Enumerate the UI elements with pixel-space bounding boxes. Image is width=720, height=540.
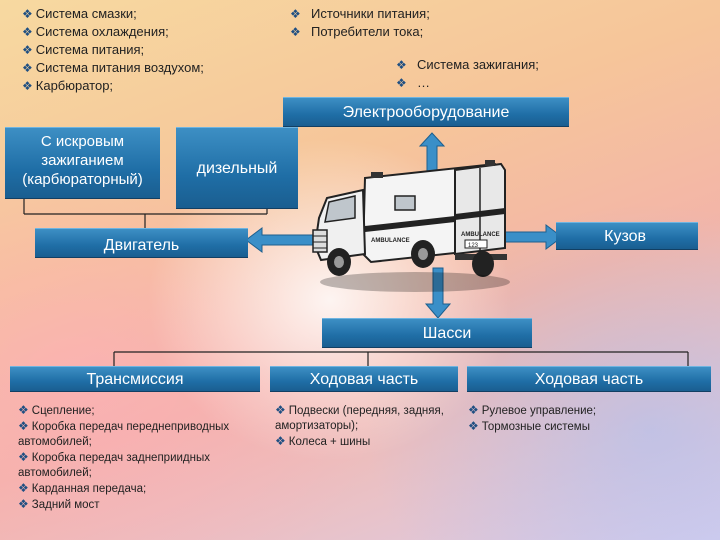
chassis-box: Шасси [322, 318, 532, 348]
running-gear-box-1: Ходовая часть [270, 366, 458, 392]
diamond-bullet-icon: ❖ [18, 403, 29, 417]
list-item: ❖Карданная передача; [18, 481, 147, 495]
diamond-bullet-icon: ❖ [18, 419, 29, 433]
body-box: Кузов [556, 222, 698, 250]
diamond-bullet-icon: ❖ [396, 76, 407, 90]
ambulance-illustration: AMBULANCE AMBULANCE 123 [312, 160, 510, 292]
ambulance-rear-label: AMBULANCE [461, 232, 500, 238]
ambulance-side-label: AMBULANCE [371, 238, 410, 244]
motor-systems-list: ❖Система смазки; ❖Система охлаждения; ❖С… [22, 5, 204, 95]
diamond-bullet-icon: ❖ [18, 481, 29, 495]
power-items-list: ❖ Источники питания; ❖ Потребители тока; [290, 5, 430, 41]
diamond-bullet-icon: ❖ [22, 43, 33, 57]
diamond-bullet-icon: ❖ [22, 7, 33, 21]
list-item: ❖ Потребители тока; [290, 24, 424, 39]
power-items-right-list: ❖ Система зажигания; ❖ … [396, 56, 539, 92]
list-item: ❖ Источники питания; [290, 6, 430, 21]
diamond-bullet-icon: ❖ [468, 403, 479, 417]
list-item: ❖Сцепление; [18, 403, 95, 417]
list-item: ❖ Система зажигания; [396, 57, 539, 72]
running-gear-list-2: ❖Рулевое управление; ❖Тормозные системы [468, 403, 708, 435]
diamond-bullet-icon: ❖ [396, 58, 407, 72]
diamond-bullet-icon: ❖ [468, 419, 479, 433]
electro-box: Электрооборудование [283, 97, 569, 127]
diamond-bullet-icon: ❖ [290, 25, 301, 39]
list-item: ❖Система питания воздухом; [22, 60, 204, 75]
diamond-bullet-icon: ❖ [275, 403, 286, 417]
list-item: ❖Карбюратор; [22, 78, 114, 93]
running-gear-box-2: Ходовая часть [467, 366, 711, 392]
diamond-bullet-icon: ❖ [275, 434, 286, 448]
transmission-box: Трансмиссия [10, 366, 260, 392]
list-item: ❖Система питания; [22, 42, 145, 57]
diamond-bullet-icon: ❖ [22, 79, 33, 93]
list-item: ❖Тормозные системы [468, 419, 590, 433]
arrow-down-icon [424, 267, 452, 319]
list-item: ❖Задний мост [18, 497, 100, 511]
diamond-bullet-icon: ❖ [22, 25, 33, 39]
list-item: ❖Подвески (передняя, задняя, амортизатор… [275, 403, 444, 432]
diamond-bullet-icon: ❖ [18, 450, 29, 464]
transmission-list: ❖Сцепление; ❖Коробка передач переднеприв… [18, 403, 248, 513]
license-plate: 123 [468, 243, 479, 249]
list-item: ❖Коробка передач переднеприводных автомо… [18, 419, 230, 448]
diamond-bullet-icon: ❖ [290, 7, 301, 21]
diamond-bullet-icon: ❖ [22, 61, 33, 75]
list-item: ❖Система смазки; [22, 6, 137, 21]
spark-engine-box: С искровым зажиганием (карбюраторный) [5, 127, 160, 199]
list-item: ❖ … [396, 75, 430, 90]
list-item: ❖Колеса + шины [275, 434, 371, 448]
list-item: ❖Коробка передач заднеприидных автомобил… [18, 450, 210, 479]
running-gear-list-1: ❖Подвески (передняя, задняя, амортизатор… [275, 403, 455, 450]
diesel-engine-box: дизельный [176, 127, 298, 209]
diamond-bullet-icon: ❖ [18, 497, 29, 511]
engine-box: Двигатель [35, 228, 248, 258]
list-item: ❖Система охлаждения; [22, 24, 169, 39]
list-item: ❖Рулевое управление; [468, 403, 597, 417]
